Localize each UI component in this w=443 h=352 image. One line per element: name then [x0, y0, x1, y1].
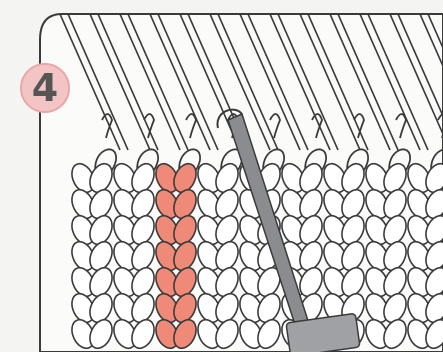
step-number: 4 — [22, 65, 68, 111]
step-number-badge: 4 — [20, 63, 70, 113]
